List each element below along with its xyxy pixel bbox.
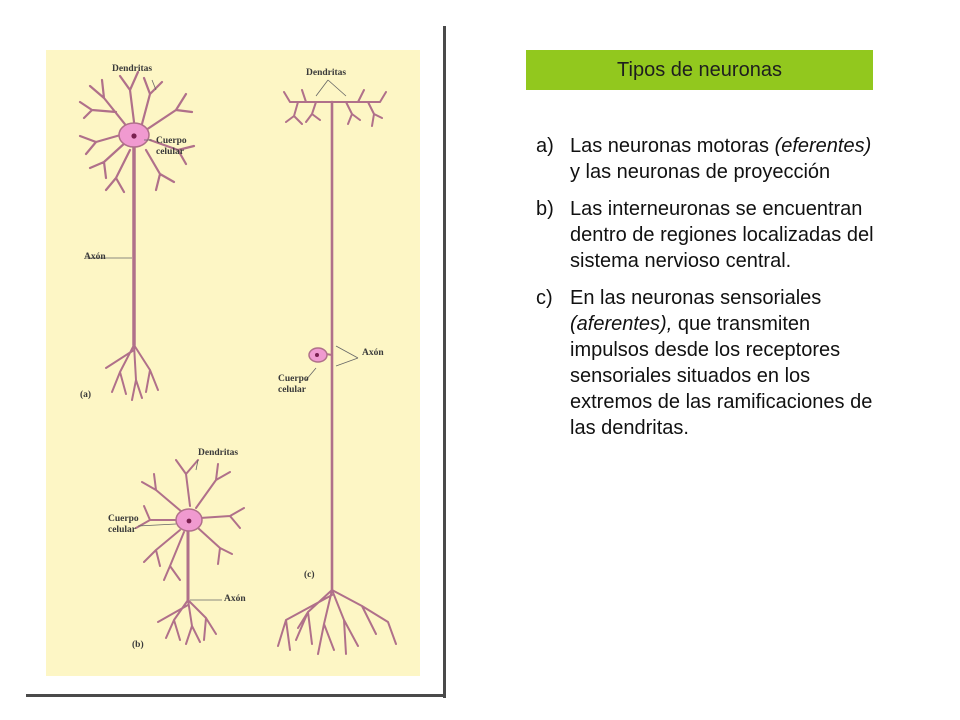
slide-title: Tipos de neuronas: [617, 58, 782, 81]
label-c-dendritas: Dendritas: [306, 68, 347, 78]
list-marker-a: a): [536, 135, 554, 157]
list-marker-b: b): [536, 198, 554, 220]
slide-frame-right-line: [443, 26, 446, 698]
slide-frame-bottom-line: [26, 694, 446, 697]
item-c-text-2: que transmiten impulsos desde los recept…: [570, 313, 873, 439]
slide-title-banner: Tipos de neuronas: [526, 50, 873, 90]
label-a-tag: (a): [80, 390, 92, 400]
label-b-axon: Axón: [224, 594, 246, 604]
neuron-types-list: a) Las neuronas motoras (eferentes) y la…: [536, 133, 876, 452]
item-c-text-italic: (aferentes),: [570, 313, 673, 335]
item-c-text-1: En las neuronas sensoriales: [570, 287, 822, 309]
label-b-tag: (b): [132, 640, 144, 650]
nucleus-a: [131, 133, 137, 139]
neuron-a: [78, 70, 397, 655]
label-c-tag: (c): [304, 570, 315, 580]
list-item-b: b) Las interneuronas se encuentran dentr…: [536, 196, 876, 274]
label-leader-lines: [86, 79, 359, 601]
neuron-drawing: [78, 70, 397, 655]
nucleus-b: [186, 518, 192, 524]
label-c-cuerpo-celular: Cuerpo celular: [278, 374, 309, 395]
label-a-dendritas: Dendritas: [112, 64, 153, 74]
list-item-a: a) Las neuronas motoras (eferentes) y la…: [536, 133, 876, 185]
item-a-text-1: Las neuronas motoras: [570, 135, 775, 157]
item-a-text-italic: (eferentes): [774, 135, 872, 157]
label-c-axon: Axón: [362, 348, 384, 358]
item-b-text: Las interneuronas se encuentran dentro d…: [570, 198, 874, 272]
nucleus-c: [315, 353, 319, 357]
list-marker-c: c): [536, 287, 553, 309]
label-b-cuerpo-celular: Cuerpo celular: [108, 514, 139, 535]
label-b-dendritas: Dendritas: [198, 448, 239, 458]
list-item-c: c) En las neuronas sensoriales (aferente…: [536, 285, 876, 441]
item-a-text-2: y las neuronas de proyección: [570, 161, 831, 183]
label-a-cuerpo-celular: Cuerpo celular: [156, 136, 187, 157]
label-a-axon: Axón: [84, 252, 106, 262]
neuron-types-illustration: Dendritas Cuerpo celular Axón (a) Dendri…: [46, 50, 420, 676]
